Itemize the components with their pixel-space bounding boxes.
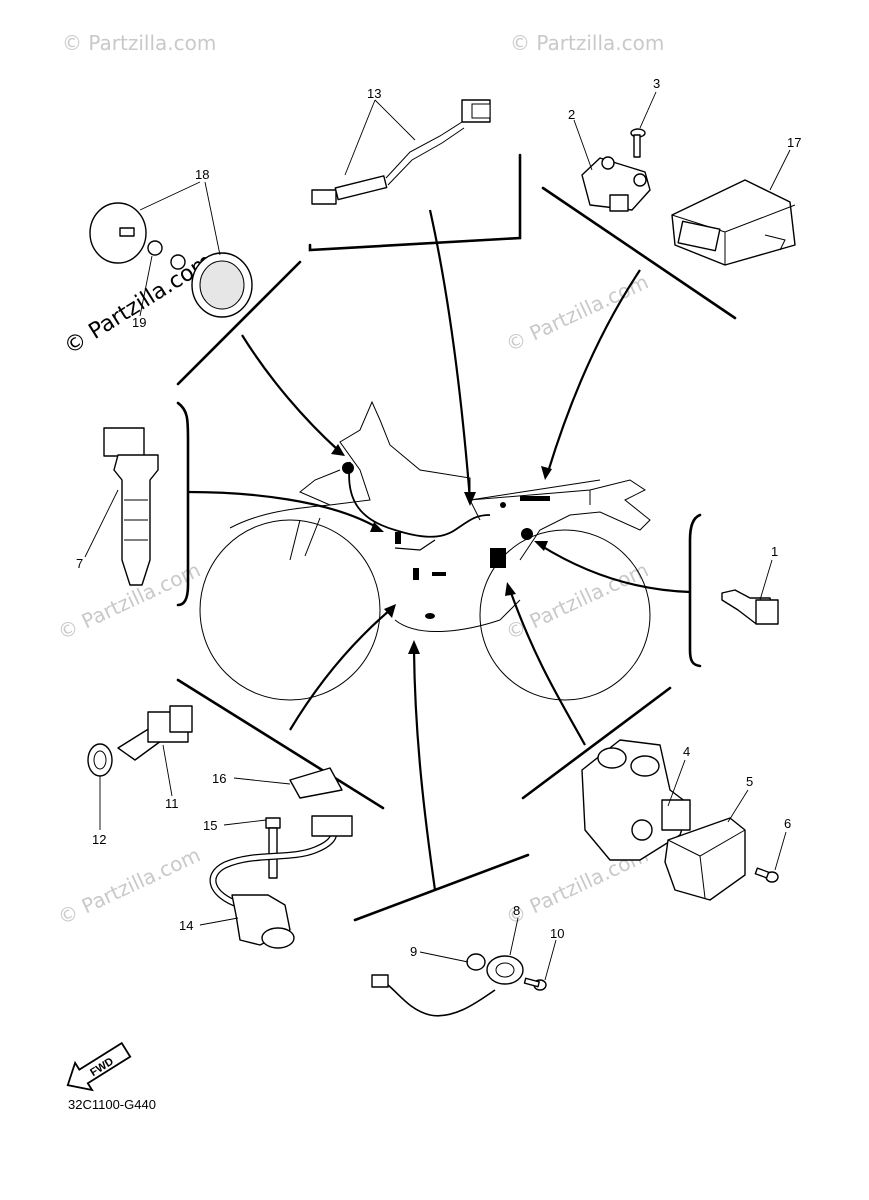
- fwd-arrow: FWD: [66, 1041, 132, 1092]
- callout-2: 2: [568, 107, 575, 122]
- screw: [630, 128, 646, 158]
- diagram-code: 32C1100-G440: [68, 1097, 156, 1112]
- motorcycle-outline: [199, 400, 651, 701]
- reflector: [89, 202, 253, 318]
- callout-10: 10: [550, 926, 564, 941]
- temperature-sensor: [721, 589, 779, 625]
- throttle-position-sensor: [581, 739, 691, 861]
- watermark: © Partzilla.com: [54, 843, 204, 930]
- callout-6: 6: [784, 816, 791, 831]
- crank-position-sensor: [209, 815, 353, 949]
- callout-16: 16: [212, 771, 226, 786]
- callout-14: 14: [179, 918, 193, 933]
- callout-9: 9: [410, 944, 417, 959]
- callout-11: 11: [165, 796, 179, 811]
- callout-7: 7: [76, 556, 83, 571]
- o-ring: [466, 953, 486, 971]
- callout-12: 12: [92, 832, 106, 847]
- callout-15: 15: [203, 818, 217, 833]
- bolt: [523, 977, 547, 991]
- callout-18: 18: [195, 167, 209, 182]
- leader-lines: [84, 91, 791, 981]
- callout-3: 3: [653, 76, 660, 91]
- watermark-main: © Partzilla.com: [60, 249, 217, 360]
- callout-labels: 1 2 3 4 5 6 7 8 9 10 11 12 13 14 15 16 1…: [76, 76, 801, 959]
- pressure-sensor: [581, 156, 651, 212]
- callout-17: 17: [787, 135, 801, 150]
- bolt: [265, 817, 281, 879]
- callout-4: 4: [683, 744, 690, 759]
- watermark: © Partzilla.com: [510, 31, 664, 55]
- coolant-temp-sensor: [117, 705, 193, 761]
- ecu: [671, 179, 796, 266]
- gasket: [87, 743, 113, 777]
- callout-19: 19: [132, 315, 146, 330]
- screw: [754, 867, 779, 883]
- callout-5: 5: [746, 774, 753, 789]
- callout-1: 1: [771, 544, 778, 559]
- ignition-coil: [103, 427, 159, 586]
- callout-13: 13: [367, 86, 381, 101]
- wire-harness-lead: [311, 99, 491, 205]
- speed-sensor: [371, 955, 524, 1017]
- watermark: © Partzilla.com: [502, 270, 652, 357]
- sensor-cover: [664, 817, 746, 901]
- group-brackets: [176, 153, 737, 922]
- nut: [147, 240, 186, 270]
- watermark: © Partzilla.com: [502, 558, 652, 645]
- callout-8: 8: [513, 903, 520, 918]
- watermark: © Partzilla.com: [62, 31, 216, 55]
- clamp: [289, 767, 343, 799]
